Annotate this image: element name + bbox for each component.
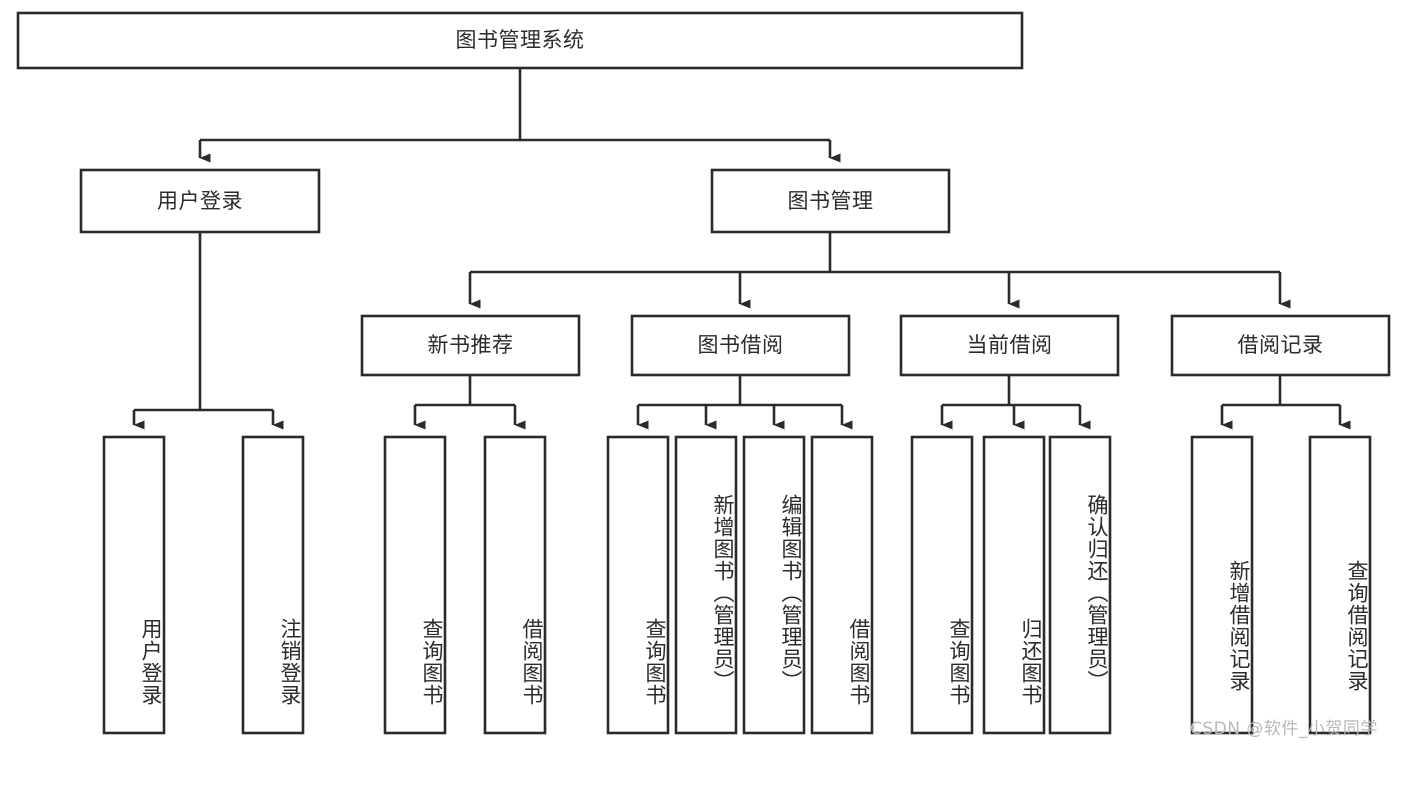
node-box-leaf-query-book-2[interactable] bbox=[606, 435, 670, 735]
node-box-root[interactable] bbox=[16, 11, 1024, 70]
node-box-leaf-add-book[interactable] bbox=[674, 435, 738, 735]
node-box-new-book-rec[interactable] bbox=[360, 314, 581, 377]
node-box-book-manage[interactable] bbox=[710, 168, 951, 234]
node-box-leaf-user-login[interactable] bbox=[102, 435, 166, 735]
node-box-leaf-edit-book[interactable] bbox=[742, 435, 806, 735]
hierarchy-diagram: 图书管理系统 用户登录 图书管理 新书推荐 图书借阅 当前借阅 借阅记录 用户登… bbox=[16, 11, 1391, 739]
node-box-leaf-borrow-book-2[interactable] bbox=[810, 435, 874, 735]
node-box-book-borrow[interactable] bbox=[630, 314, 851, 377]
node-box-leaf-query-book-1[interactable] bbox=[383, 435, 447, 735]
node-box-current-borrow[interactable] bbox=[899, 314, 1120, 377]
node-box-leaf-query-book-3[interactable] bbox=[910, 435, 974, 735]
node-box-leaf-user-logout[interactable] bbox=[241, 435, 305, 735]
node-box-leaf-add-record[interactable] bbox=[1190, 435, 1254, 735]
node-box-leaf-return-book[interactable] bbox=[982, 435, 1046, 735]
node-box-leaf-borrow-book-1[interactable] bbox=[483, 435, 547, 735]
csdn-watermark: CSDN @软件_小贺同学 bbox=[1190, 719, 1378, 739]
node-layer bbox=[16, 11, 1391, 735]
node-box-borrow-record[interactable] bbox=[1170, 314, 1391, 377]
node-box-leaf-confirm-return[interactable] bbox=[1048, 435, 1112, 735]
diagram-canvas bbox=[16, 11, 1391, 735]
node-box-user-login[interactable] bbox=[79, 168, 321, 234]
connector-layer bbox=[132, 68, 1351, 430]
node-box-leaf-query-record[interactable] bbox=[1308, 435, 1372, 735]
